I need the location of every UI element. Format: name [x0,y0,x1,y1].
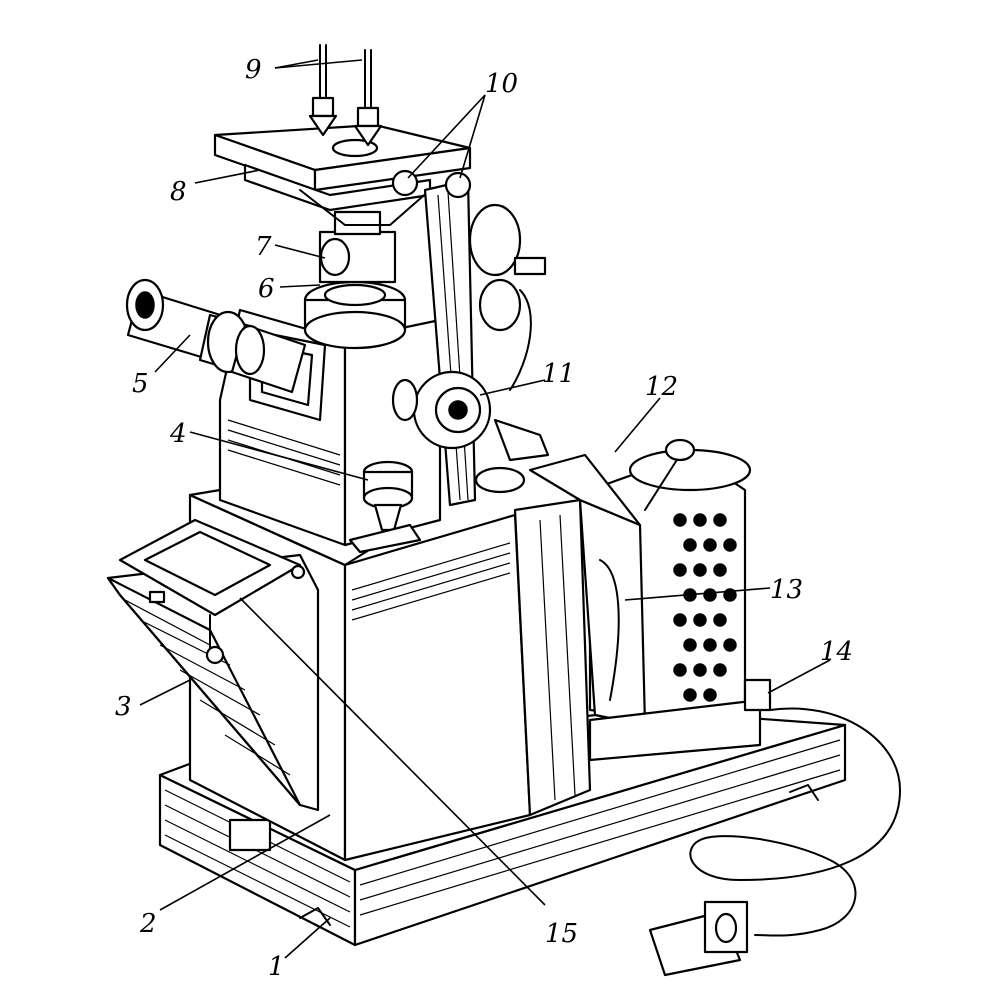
callout-labels: 9 10 8 7 6 5 4 11 12 13 14 3 2 1 15 [115,55,853,982]
label-11: 11 [542,359,575,389]
label-4: 4 [169,419,187,449]
label-14: 14 [820,637,853,667]
label-15: 15 [545,919,578,949]
label-6: 6 [258,274,275,304]
label-9: 9 [245,55,262,85]
leader-lines [139,59,831,959]
label-8: 8 [170,177,187,207]
focus-arm [391,169,550,507]
eyepiece-tube [125,278,307,394]
label-3: 3 [115,692,132,722]
viewing-screen-assembly [106,518,320,812]
lamp-housing [528,438,772,762]
power-cable [648,707,901,977]
objective-block [318,210,397,284]
label-10: 10 [485,69,518,99]
objective-turret [303,280,407,350]
label-2: 2 [139,909,157,939]
label-7: 7 [255,232,272,262]
label-5: 5 [132,369,149,399]
label-13: 13 [770,575,803,605]
label-12: 12 [645,372,678,402]
label-1: 1 [268,952,285,982]
specimen-stage [213,123,472,226]
clamp-rods [308,44,383,147]
